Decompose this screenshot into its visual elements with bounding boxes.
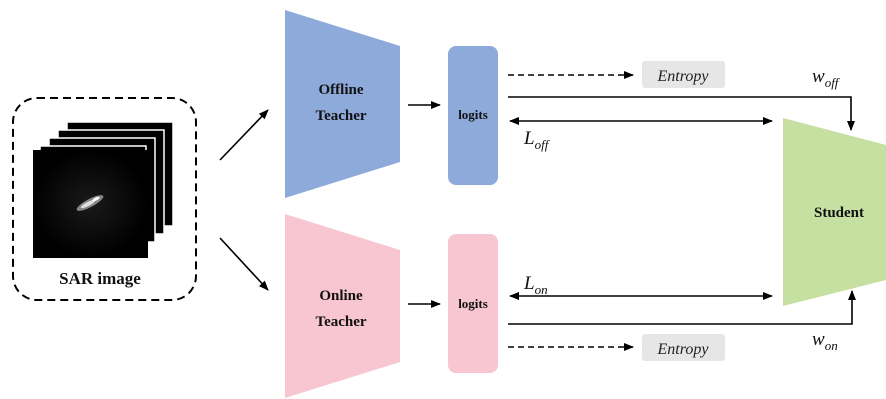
- sar-image-frame: [12, 97, 197, 301]
- offline-logits-label: logits: [458, 107, 488, 122]
- sar-image-group: SAR image: [12, 97, 197, 301]
- loss-online-base: L: [523, 273, 535, 294]
- online-logits: logits: [448, 234, 498, 373]
- offline-logits: logits: [448, 46, 498, 185]
- online-entropy-box: [642, 334, 725, 361]
- offline-teacher: Offline Teacher: [285, 10, 400, 198]
- offline-teacher-shape: [285, 10, 400, 198]
- arrow-online-weight: [508, 290, 856, 325]
- online-entropy-label: Entropy: [657, 341, 710, 358]
- svg-text:woff: woff: [812, 66, 841, 90]
- weight-offline-base: w: [812, 66, 825, 87]
- online-teacher-label-line1: Online: [319, 288, 363, 304]
- svg-text:Loff: Loff: [523, 128, 551, 152]
- student: Student: [783, 118, 886, 306]
- arrow-offline-weight: [508, 96, 855, 131]
- online-logits-box: [448, 234, 498, 373]
- offline-teacher-label-line1: Offline: [319, 82, 364, 98]
- svg-text:won: won: [812, 329, 838, 353]
- weight-online-subscript: on: [825, 338, 838, 353]
- online-teacher: Online Teacher: [285, 214, 400, 398]
- online-teacher-shape: [285, 214, 400, 398]
- weight-online: won: [812, 329, 838, 353]
- loss-offline-base: L: [523, 128, 535, 149]
- svg-text:Lon: Lon: [523, 273, 548, 297]
- online-logits-label: logits: [458, 296, 488, 311]
- loss-offline: Loff: [523, 128, 551, 152]
- loss-online: Lon: [523, 273, 548, 297]
- loss-offline-subscript: off: [535, 137, 551, 152]
- offline-entropy-box: [642, 61, 725, 88]
- arrow-input-to-offline: [219, 109, 269, 161]
- weight-online-base: w: [812, 329, 825, 350]
- offline-entropy: Entropy: [642, 61, 725, 88]
- sar-image-label: SAR image: [59, 269, 141, 288]
- online-teacher-label-line2: Teacher: [315, 314, 366, 330]
- offline-teacher-label-line2: Teacher: [315, 108, 366, 124]
- sar-target-blob: [76, 195, 104, 211]
- offline-logits-box: [448, 46, 498, 185]
- loss-online-subscript: on: [535, 282, 548, 297]
- student-label: Student: [814, 205, 864, 221]
- offline-entropy-label: Entropy: [657, 68, 710, 85]
- weight-offline-subscript: off: [825, 75, 841, 90]
- online-entropy: Entropy: [642, 334, 725, 361]
- weight-offline: woff: [812, 66, 841, 90]
- arrow-input-to-online: [219, 237, 269, 291]
- student-shape: [783, 118, 886, 306]
